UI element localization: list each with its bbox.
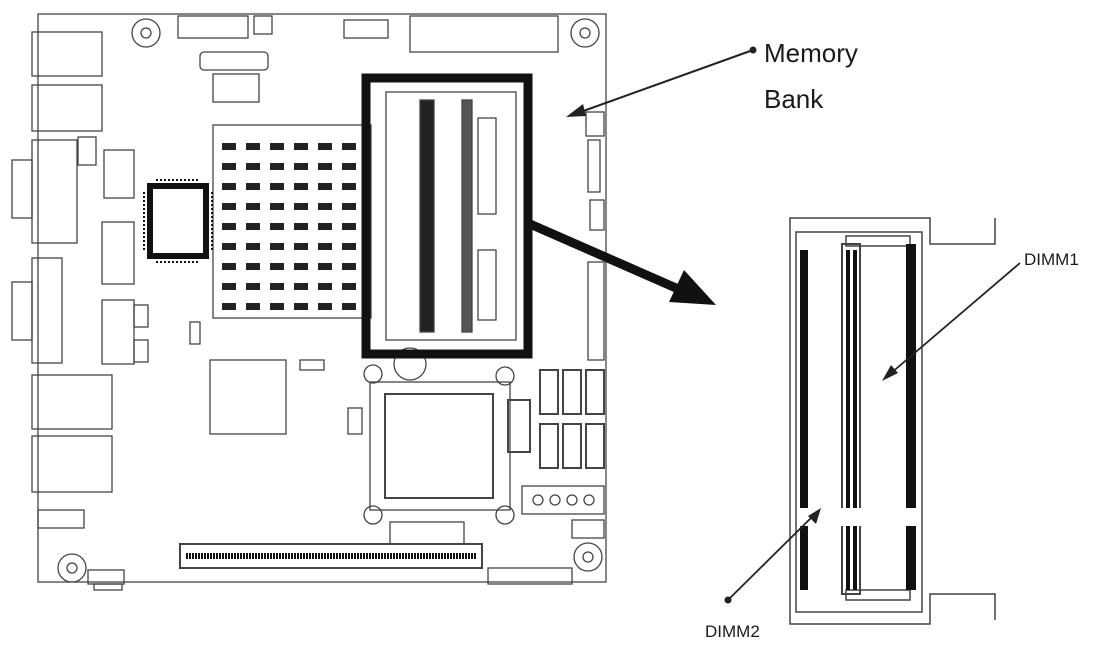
header-left-3 xyxy=(101,221,135,285)
right-header-1 xyxy=(585,111,605,137)
header-left-2 xyxy=(103,149,135,199)
memory-slot-board-chip-1 xyxy=(477,117,497,215)
capacitor-1 xyxy=(347,407,363,435)
memory-bank-callout-line xyxy=(566,46,757,117)
memory-slot-board-2 xyxy=(461,99,473,333)
header-left-1 xyxy=(77,136,97,166)
cpu-chip xyxy=(147,183,209,259)
motherboard xyxy=(11,13,607,591)
dimm1-slot-pins-1 xyxy=(846,250,850,590)
top-connector-4 xyxy=(409,15,559,53)
mount-hole-top-left xyxy=(131,18,161,48)
chipset xyxy=(209,359,287,435)
right-header-5 xyxy=(571,519,605,539)
sata-port-3 xyxy=(585,369,605,415)
dimm-outline-top xyxy=(789,217,996,245)
memory-slots-board xyxy=(385,91,517,341)
top-connector-3 xyxy=(343,19,389,39)
pci-slot xyxy=(179,543,483,569)
top-connector-1 xyxy=(177,15,249,39)
dimm1-slot-pins-2 xyxy=(853,250,857,590)
top-connector-2 xyxy=(253,15,273,35)
dimm-body xyxy=(795,231,923,613)
sata-port-6 xyxy=(585,423,605,469)
dimm-right-pins xyxy=(906,244,916,590)
mount-hole-top-right xyxy=(570,18,600,48)
memory-slot-board-chip-2 xyxy=(477,249,497,321)
battery xyxy=(393,347,427,381)
dimm-key-notch-2 xyxy=(903,508,919,526)
small-header-mid xyxy=(299,359,325,371)
zoom-arrow xyxy=(528,219,716,305)
right-header-2 xyxy=(587,139,601,193)
sata-port-2 xyxy=(562,369,582,415)
cpu-socket-outer xyxy=(369,381,511,511)
bottom-header-right xyxy=(487,567,573,585)
top-chip-2 xyxy=(212,73,260,103)
socket-hole-2 xyxy=(495,366,515,386)
bottom-edge-tab xyxy=(93,583,123,591)
power-pin-2 xyxy=(549,494,561,506)
io-port-vga-1-tab xyxy=(11,159,33,219)
mount-hole-bottom-right-inner xyxy=(582,551,594,563)
usb-header xyxy=(507,399,531,453)
cpu-chip-pins xyxy=(143,179,213,263)
pci-top-connector xyxy=(389,521,465,545)
io-port-usb-1 xyxy=(31,374,113,430)
power-pin-3 xyxy=(566,494,578,506)
jumper-1 xyxy=(189,321,201,345)
memory-bank-label-line1: Memory xyxy=(764,38,858,68)
top-chip xyxy=(199,51,269,71)
io-port-vga-2-tab xyxy=(11,281,33,341)
dimm2-callout-line xyxy=(724,508,821,604)
audio-header xyxy=(37,509,85,529)
dimm-latch-top xyxy=(845,235,911,247)
header-left-6 xyxy=(133,339,149,363)
dimm-key-notch-1 xyxy=(840,508,864,526)
sata-port-1 xyxy=(539,369,559,415)
memory-slot-board-outer xyxy=(385,91,517,341)
socket-hole-3 xyxy=(363,505,383,525)
mount-hole-top-right-inner xyxy=(579,27,591,39)
dimm2-label: DIMM2 xyxy=(705,622,760,641)
heatsink-fins xyxy=(222,143,356,310)
right-header-4 xyxy=(587,261,605,361)
dimm1-label: DIMM1 xyxy=(1024,250,1079,269)
memory-bank-highlight-box xyxy=(361,73,533,359)
header-left-4 xyxy=(101,299,135,365)
socket-hole-1 xyxy=(363,364,383,384)
sata-port-4 xyxy=(539,423,559,469)
dimm-outline-bottom xyxy=(789,593,996,625)
mount-hole-bottom-right xyxy=(573,542,603,572)
power-pin-1 xyxy=(532,494,544,506)
mount-hole-top-left-inner xyxy=(140,27,152,39)
io-port-usb-2 xyxy=(31,435,113,493)
dimm1-callout-line xyxy=(882,262,1021,381)
dimm1-slot-outer xyxy=(841,243,861,595)
memory-slot-board-1 xyxy=(419,99,435,333)
board-outline xyxy=(37,13,607,583)
zoomed-dimm-slots xyxy=(789,217,996,625)
mount-hole-bottom-left-inner xyxy=(66,562,78,574)
dimm-key-notch-3 xyxy=(798,508,810,526)
sata-port-5 xyxy=(562,423,582,469)
io-port-top xyxy=(31,31,103,77)
cpu-socket-inner xyxy=(384,393,494,499)
right-header-3 xyxy=(589,199,605,231)
mount-hole-bottom-left xyxy=(57,553,87,583)
socket-hole-4 xyxy=(495,505,515,525)
dimm2-slot xyxy=(800,250,808,590)
power-connector xyxy=(521,485,605,515)
power-pin-4 xyxy=(583,494,595,506)
memory-bank-label-line2: Bank xyxy=(764,84,824,114)
io-port-2 xyxy=(31,84,103,132)
header-left-5 xyxy=(133,304,149,328)
